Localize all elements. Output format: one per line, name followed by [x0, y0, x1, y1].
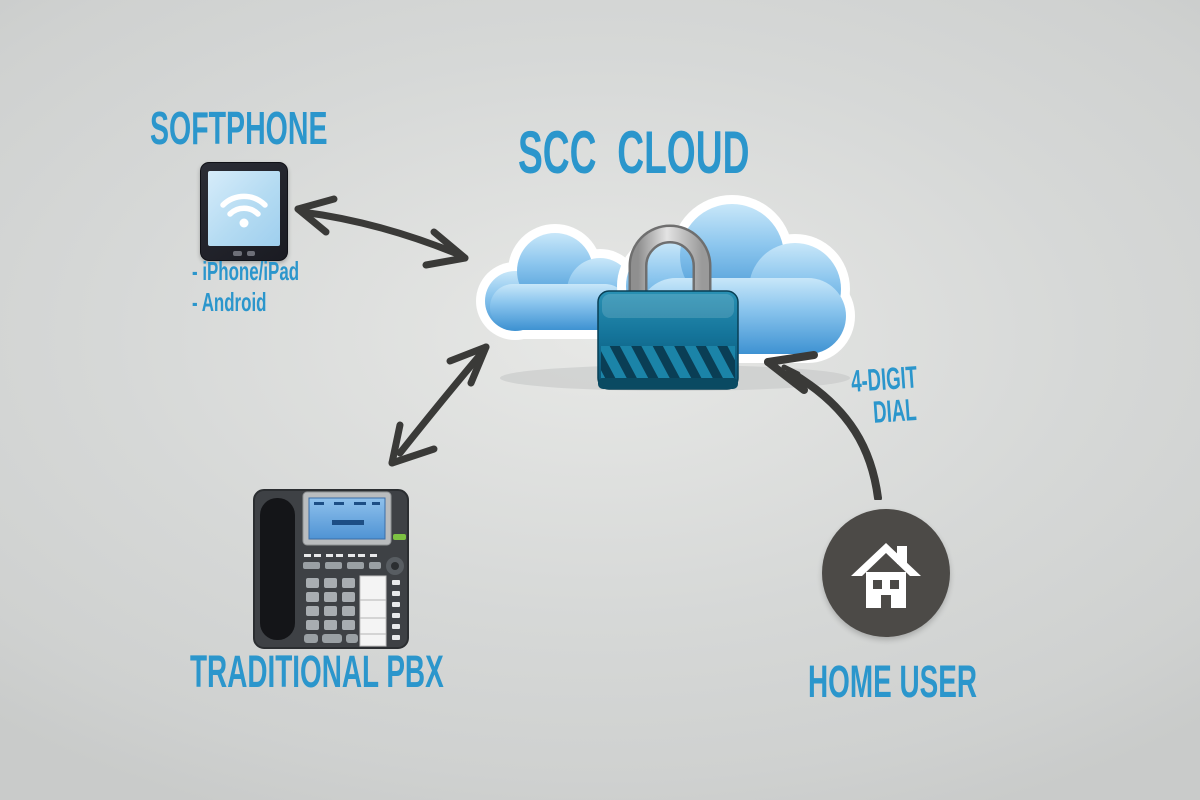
smartphone-icon — [200, 162, 288, 261]
device-item-android: - Android — [192, 287, 267, 317]
house-icon — [851, 543, 921, 608]
padlock-body — [597, 290, 739, 390]
padlock-shackle — [628, 224, 712, 300]
arrow-home-cloud — [764, 351, 882, 500]
smartphone-screen — [208, 171, 280, 246]
desk-phone-icon — [253, 489, 409, 649]
wifi-icon — [220, 193, 268, 227]
arrow-softphone-cloud — [294, 195, 469, 269]
smartphone-home-buttons — [233, 251, 255, 256]
softphone-label: SOFTPHONE — [150, 102, 328, 154]
arrow-pbx-cloud — [388, 343, 490, 467]
cloud-padlock-icon — [476, 195, 855, 391]
pbx-label: TRADITIONAL PBX — [190, 646, 444, 697]
home-user-badge — [822, 509, 950, 637]
device-item-iphone: - iPhone/iPad — [192, 256, 300, 286]
dial-annotation-line2: DIAL — [871, 391, 918, 430]
home-user-label: HOME USER — [808, 656, 977, 707]
softphone-device-list: - iPhone/iPad - Android — [192, 256, 299, 318]
cloud-title: SCC CLOUD — [518, 119, 750, 186]
